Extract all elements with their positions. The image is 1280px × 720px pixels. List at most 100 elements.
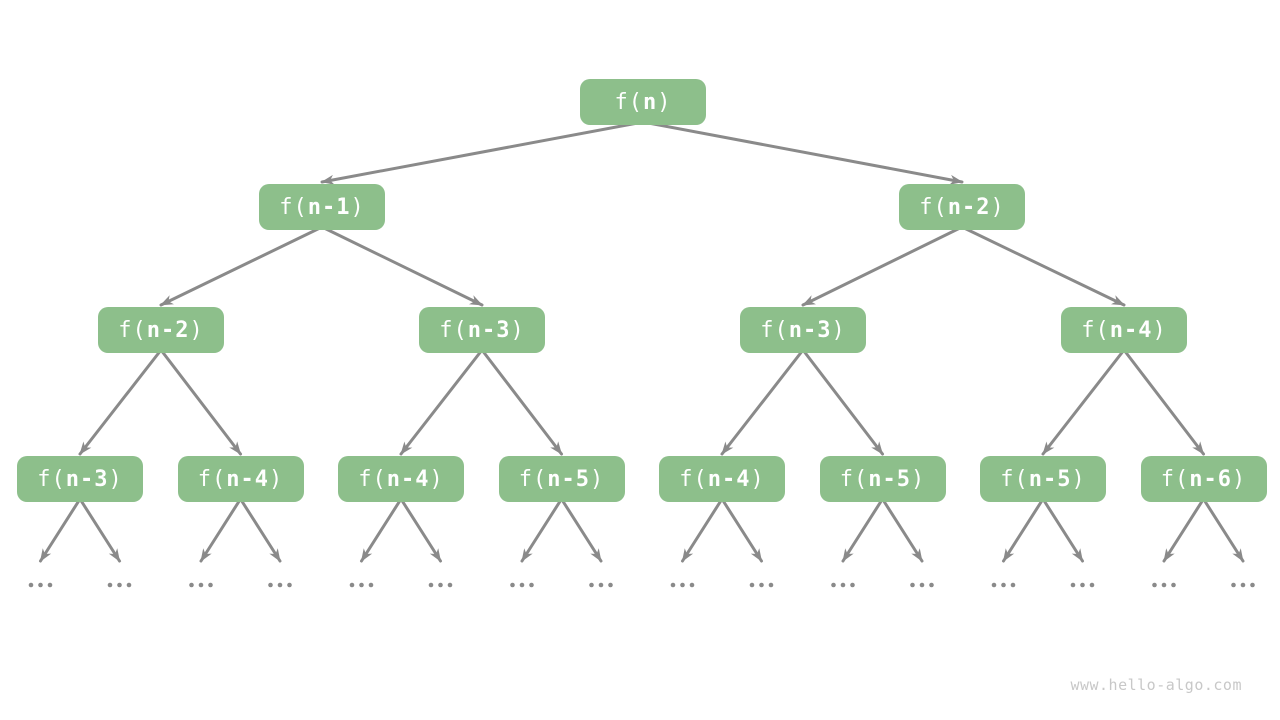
node-label-arg: n-3: [65, 466, 109, 492]
node-label-arg: n-5: [868, 466, 911, 492]
ellipsis-leaf: [589, 582, 613, 588]
tree-edge-arrow: [881, 497, 924, 563]
node-label-arg: n-2: [146, 317, 190, 343]
tree-node: f(n-4): [177, 456, 304, 502]
ellipsis-leaf: [28, 582, 53, 588]
ellipsis-dot: [208, 582, 213, 588]
node-label-prefix: f(: [439, 317, 468, 343]
node-label-arg: n-4: [707, 466, 751, 492]
tree-edge-arrow: [1002, 497, 1045, 563]
tree-node: f(n-4): [659, 456, 785, 502]
tree-node: f(n-4): [1061, 307, 1187, 353]
node-label-prefix: f(: [919, 194, 948, 220]
node-label-suffix: ): [1071, 466, 1086, 492]
ellipsis-leaf: [1070, 582, 1095, 588]
ellipsis-dot: [680, 582, 685, 588]
tree-edge-arrow: [960, 225, 1126, 307]
tree-edge-arrow: [520, 497, 563, 563]
node-label-prefix: f(: [1081, 317, 1110, 343]
node-label-prefix: f(: [37, 466, 66, 492]
ellipsis-leaf: [1152, 582, 1176, 588]
ellipsis-dot: [1089, 582, 1095, 588]
ellipsis-dot: [368, 582, 374, 588]
tree-node: f(n-3): [419, 307, 545, 353]
ellipsis-dot: [598, 582, 604, 588]
node-label-arg: n: [643, 89, 658, 115]
ellipsis-dot: [47, 582, 53, 588]
ellipsis-dot: [689, 582, 695, 588]
ellipsis-dot: [768, 582, 774, 588]
node-label-arg: n-5: [1028, 466, 1072, 492]
node-label-arg: n-6: [1189, 466, 1232, 492]
ellipsis-dot: [510, 582, 515, 588]
ellipsis-dot: [1240, 582, 1246, 588]
ellipsis-dot: [1010, 582, 1016, 588]
tree-edge-arrow: [1041, 497, 1084, 563]
tree-edge-arrow: [199, 497, 242, 563]
ellipsis-dot: [1152, 582, 1157, 588]
ellipsis-dot: [1070, 582, 1076, 588]
ellipsis-dot: [759, 582, 764, 588]
ellipsis-dot: [1231, 582, 1236, 588]
node-label-suffix: ): [189, 317, 204, 343]
ellipsis-dot: [929, 582, 934, 588]
tree-edge-arrow: [399, 348, 484, 456]
node-label-suffix: ): [269, 466, 284, 492]
tree-edge-arrow: [841, 497, 884, 563]
tree-edge-arrow: [399, 497, 442, 563]
node-label-arg: n-4: [1109, 317, 1153, 343]
ellipsis-dot: [749, 582, 755, 588]
tree-edge-arrow: [1162, 497, 1205, 563]
tree-edge-arrow: [78, 348, 163, 456]
tree-node: f(n-5): [498, 456, 625, 502]
ellipsis-leaf: [831, 582, 855, 588]
node-label-suffix: ): [657, 89, 672, 115]
node-label-suffix: ): [429, 466, 444, 492]
watermark-text: www.hello-algo.com: [1070, 676, 1242, 694]
node-label-suffix: ): [590, 466, 605, 492]
ellipsis-dot: [189, 582, 194, 588]
ellipsis-dot: [438, 582, 443, 588]
node-label-arg: n-4: [386, 466, 430, 492]
tree-edge-arrow: [641, 120, 964, 185]
ellipsis-dot: [359, 582, 364, 588]
tree-edge-arrow: [320, 120, 645, 185]
node-label-prefix: f(: [1000, 466, 1029, 492]
ellipsis-dot: [670, 582, 676, 588]
node-label-suffix: ): [750, 466, 765, 492]
tree-node: f(n-2): [98, 307, 224, 353]
node-label-suffix: ): [350, 194, 365, 220]
ellipsis-dot: [910, 582, 915, 588]
ellipsis-dot: [1250, 582, 1255, 588]
node-label-arg: n-3: [467, 317, 511, 343]
ellipsis-dot: [38, 582, 43, 588]
ellipsis-dot: [198, 582, 204, 588]
node-label-suffix: ): [831, 317, 846, 343]
tree-edge-arrow: [239, 497, 282, 563]
ellipsis-dot: [117, 582, 122, 588]
edge-group: [39, 120, 1245, 563]
node-label-arg: n-1: [307, 194, 351, 220]
tree-edge-arrow: [720, 497, 763, 563]
tree-node: f(n): [580, 79, 706, 125]
tree-edge-arrow: [560, 497, 603, 563]
ellipsis-dot: [519, 582, 525, 588]
node-label-prefix: f(: [760, 317, 789, 343]
node-label-prefix: f(: [1160, 466, 1190, 492]
node-label-prefix: f(: [358, 466, 387, 492]
tree-edge-arrow: [39, 497, 82, 563]
tree-edge-arrow: [159, 225, 324, 307]
ellipsis-dot: [277, 582, 283, 588]
ellipsis-leaf: [670, 582, 695, 588]
node-label-arg: n-4: [226, 466, 269, 492]
ellipsis-leaf: [991, 582, 1016, 588]
node-label-prefix: f(: [839, 466, 869, 492]
tree-node: f(n-1): [259, 184, 385, 230]
node-label-suffix: ): [1152, 317, 1167, 343]
node-label-prefix: f(: [679, 466, 708, 492]
node-label-suffix: ): [911, 466, 926, 492]
ellipsis-dot: [287, 582, 292, 588]
node-label-suffix: ): [510, 317, 525, 343]
ellipsis-leaf: [910, 582, 934, 588]
